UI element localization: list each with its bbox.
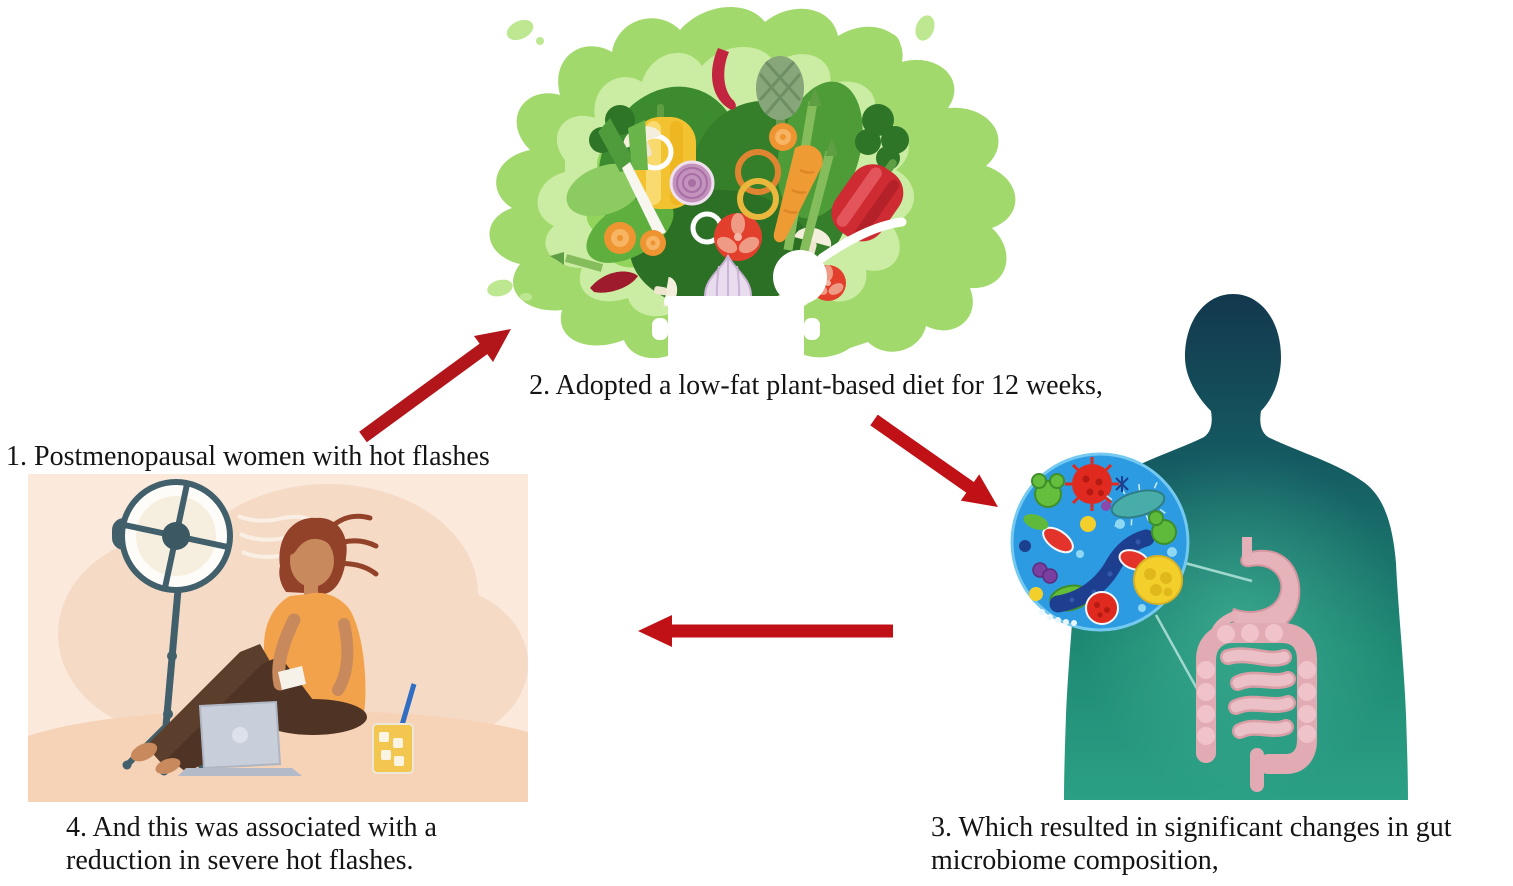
foot [130,742,158,762]
step-1-label: 1. Postmenopausal women with hot flashes [6,440,490,473]
arm [272,613,301,691]
microbes [1019,473,1183,626]
step-4-line-1: 4. And this was associated with a [66,812,437,843]
stomach-icon [1231,549,1301,636]
step-4-line-2: reduction in severe hot flashes. [66,845,414,876]
large-intestine-icon [1196,623,1317,774]
step-2-label: 2. Adopted a low-fat plant-based diet fo… [416,369,1216,402]
step-2-text: 2. Adopted a low-fat plant-based diet fo… [529,370,1103,401]
hair-front [288,523,340,558]
chili-pepper-icon [590,48,736,293]
leek-icon [598,118,666,238]
step-3-line-2: microbiome composition, [931,845,1219,876]
step-4-label: 4. And this was associated with a reduct… [66,811,437,877]
arrow-step3-to-step4-icon [638,615,893,647]
microbiome-circle-icon [1010,452,1190,632]
face [290,535,334,587]
red-onion-slice-icon [669,160,715,206]
ladle-icon [773,217,907,304]
electric-fan-icon [112,479,233,776]
iced-drink-icon [372,683,417,774]
arm [332,618,354,696]
laptop-icon [178,700,302,776]
step-1-text: 1. Postmenopausal women with hot flashes [6,441,490,472]
carrot-slice-icon [604,123,797,256]
hot-flash-woman-illustration [28,474,528,802]
step-3-line-1: 3. Which resulted in significant changes… [931,812,1452,843]
carrot-icon [773,145,823,243]
digestive-tract-icon [1196,537,1317,792]
step-3-label: 3. Which resulted in significant changes… [931,811,1451,877]
held-paper [278,666,306,690]
arrow-step2-to-step3-icon [870,414,998,507]
gut-microbiome-illustration [1010,294,1408,800]
pepper-ring-icon [735,149,781,220]
cooking-pot-icon [652,296,820,372]
plant-diet-illustration [487,7,1016,372]
foot [155,758,181,774]
